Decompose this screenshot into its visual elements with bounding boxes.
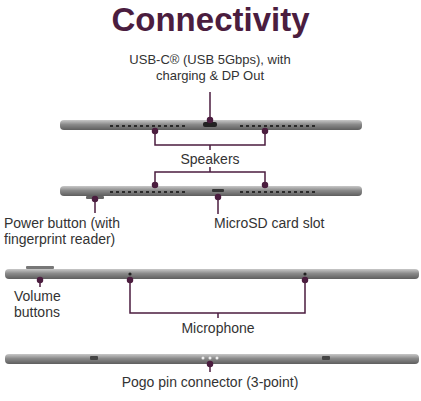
title: Connectivity xyxy=(0,0,421,40)
speaker-hole xyxy=(152,191,155,193)
speaker-hole xyxy=(288,125,291,127)
speaker-hole xyxy=(312,125,315,127)
speaker-hole xyxy=(158,191,161,193)
speaker-hole xyxy=(146,191,149,193)
speaker-hole xyxy=(282,125,285,127)
speaker-hole xyxy=(176,125,179,127)
speaker-hole xyxy=(270,191,273,193)
pogo-pin xyxy=(216,357,219,360)
speaker-hole xyxy=(246,125,249,127)
speaker-hole xyxy=(182,125,185,127)
speaker-hole xyxy=(312,191,315,193)
part-label: Microphone xyxy=(148,320,288,336)
speaker-hole xyxy=(176,191,179,193)
speaker-hole xyxy=(276,125,279,127)
speaker-hole xyxy=(134,191,137,193)
speaker-hole xyxy=(164,125,167,127)
magnet-mark xyxy=(90,356,98,360)
speaker-hole xyxy=(306,191,309,193)
speaker-hole xyxy=(164,191,167,193)
speaker-hole xyxy=(306,125,309,127)
pogo-pin xyxy=(209,357,212,360)
volume-rocker xyxy=(26,266,54,269)
speaker-hole xyxy=(128,125,131,127)
speaker-hole xyxy=(110,191,113,193)
speaker-hole xyxy=(170,191,173,193)
magnet-mark xyxy=(322,356,330,360)
microsd-slot xyxy=(212,189,224,192)
tablet-edge xyxy=(60,186,362,196)
speaker-hole xyxy=(158,125,161,127)
speaker-hole xyxy=(140,125,143,127)
speaker-hole xyxy=(246,191,249,193)
speaker-hole xyxy=(152,125,155,127)
part-label: Pogo pin connector (3-point) xyxy=(90,374,330,390)
speaker-hole xyxy=(300,125,303,127)
speaker-hole xyxy=(116,125,119,127)
speaker-hole xyxy=(128,191,131,193)
port-label: USB-C® (USB 5Gbps), with charging & DP O… xyxy=(125,52,295,84)
speaker-hole xyxy=(288,191,291,193)
part-label: Volume buttons xyxy=(14,288,76,320)
part-label: Speakers xyxy=(160,151,260,167)
pogo-pin xyxy=(202,357,205,360)
tablet-edge xyxy=(5,269,419,279)
speaker-hole xyxy=(122,191,125,193)
speaker-hole xyxy=(170,125,173,127)
speaker-hole xyxy=(294,191,297,193)
speaker-hole xyxy=(258,125,261,127)
speaker-hole xyxy=(258,191,261,193)
speaker-hole xyxy=(140,191,143,193)
speaker-hole xyxy=(270,125,273,127)
speaker-hole xyxy=(282,191,285,193)
mic-hole xyxy=(128,272,131,275)
speaker-hole xyxy=(264,125,267,127)
speaker-hole xyxy=(134,125,137,127)
speaker-hole xyxy=(116,191,119,193)
speaker-hole xyxy=(252,125,255,127)
speaker-hole xyxy=(182,191,185,193)
part-label: Power button (with fingerprint reader) xyxy=(4,215,179,247)
speaker-hole xyxy=(240,125,243,127)
speaker-hole xyxy=(252,191,255,193)
speaker-hole xyxy=(110,125,113,127)
speaker-hole xyxy=(294,125,297,127)
speaker-hole xyxy=(146,125,149,127)
speaker-hole xyxy=(300,191,303,193)
speaker-hole xyxy=(122,125,125,127)
speaker-hole xyxy=(276,191,279,193)
speaker-hole xyxy=(240,191,243,193)
part-label: MicroSD card slot xyxy=(214,215,364,231)
mic-hole xyxy=(303,272,306,275)
speaker-hole xyxy=(264,191,267,193)
